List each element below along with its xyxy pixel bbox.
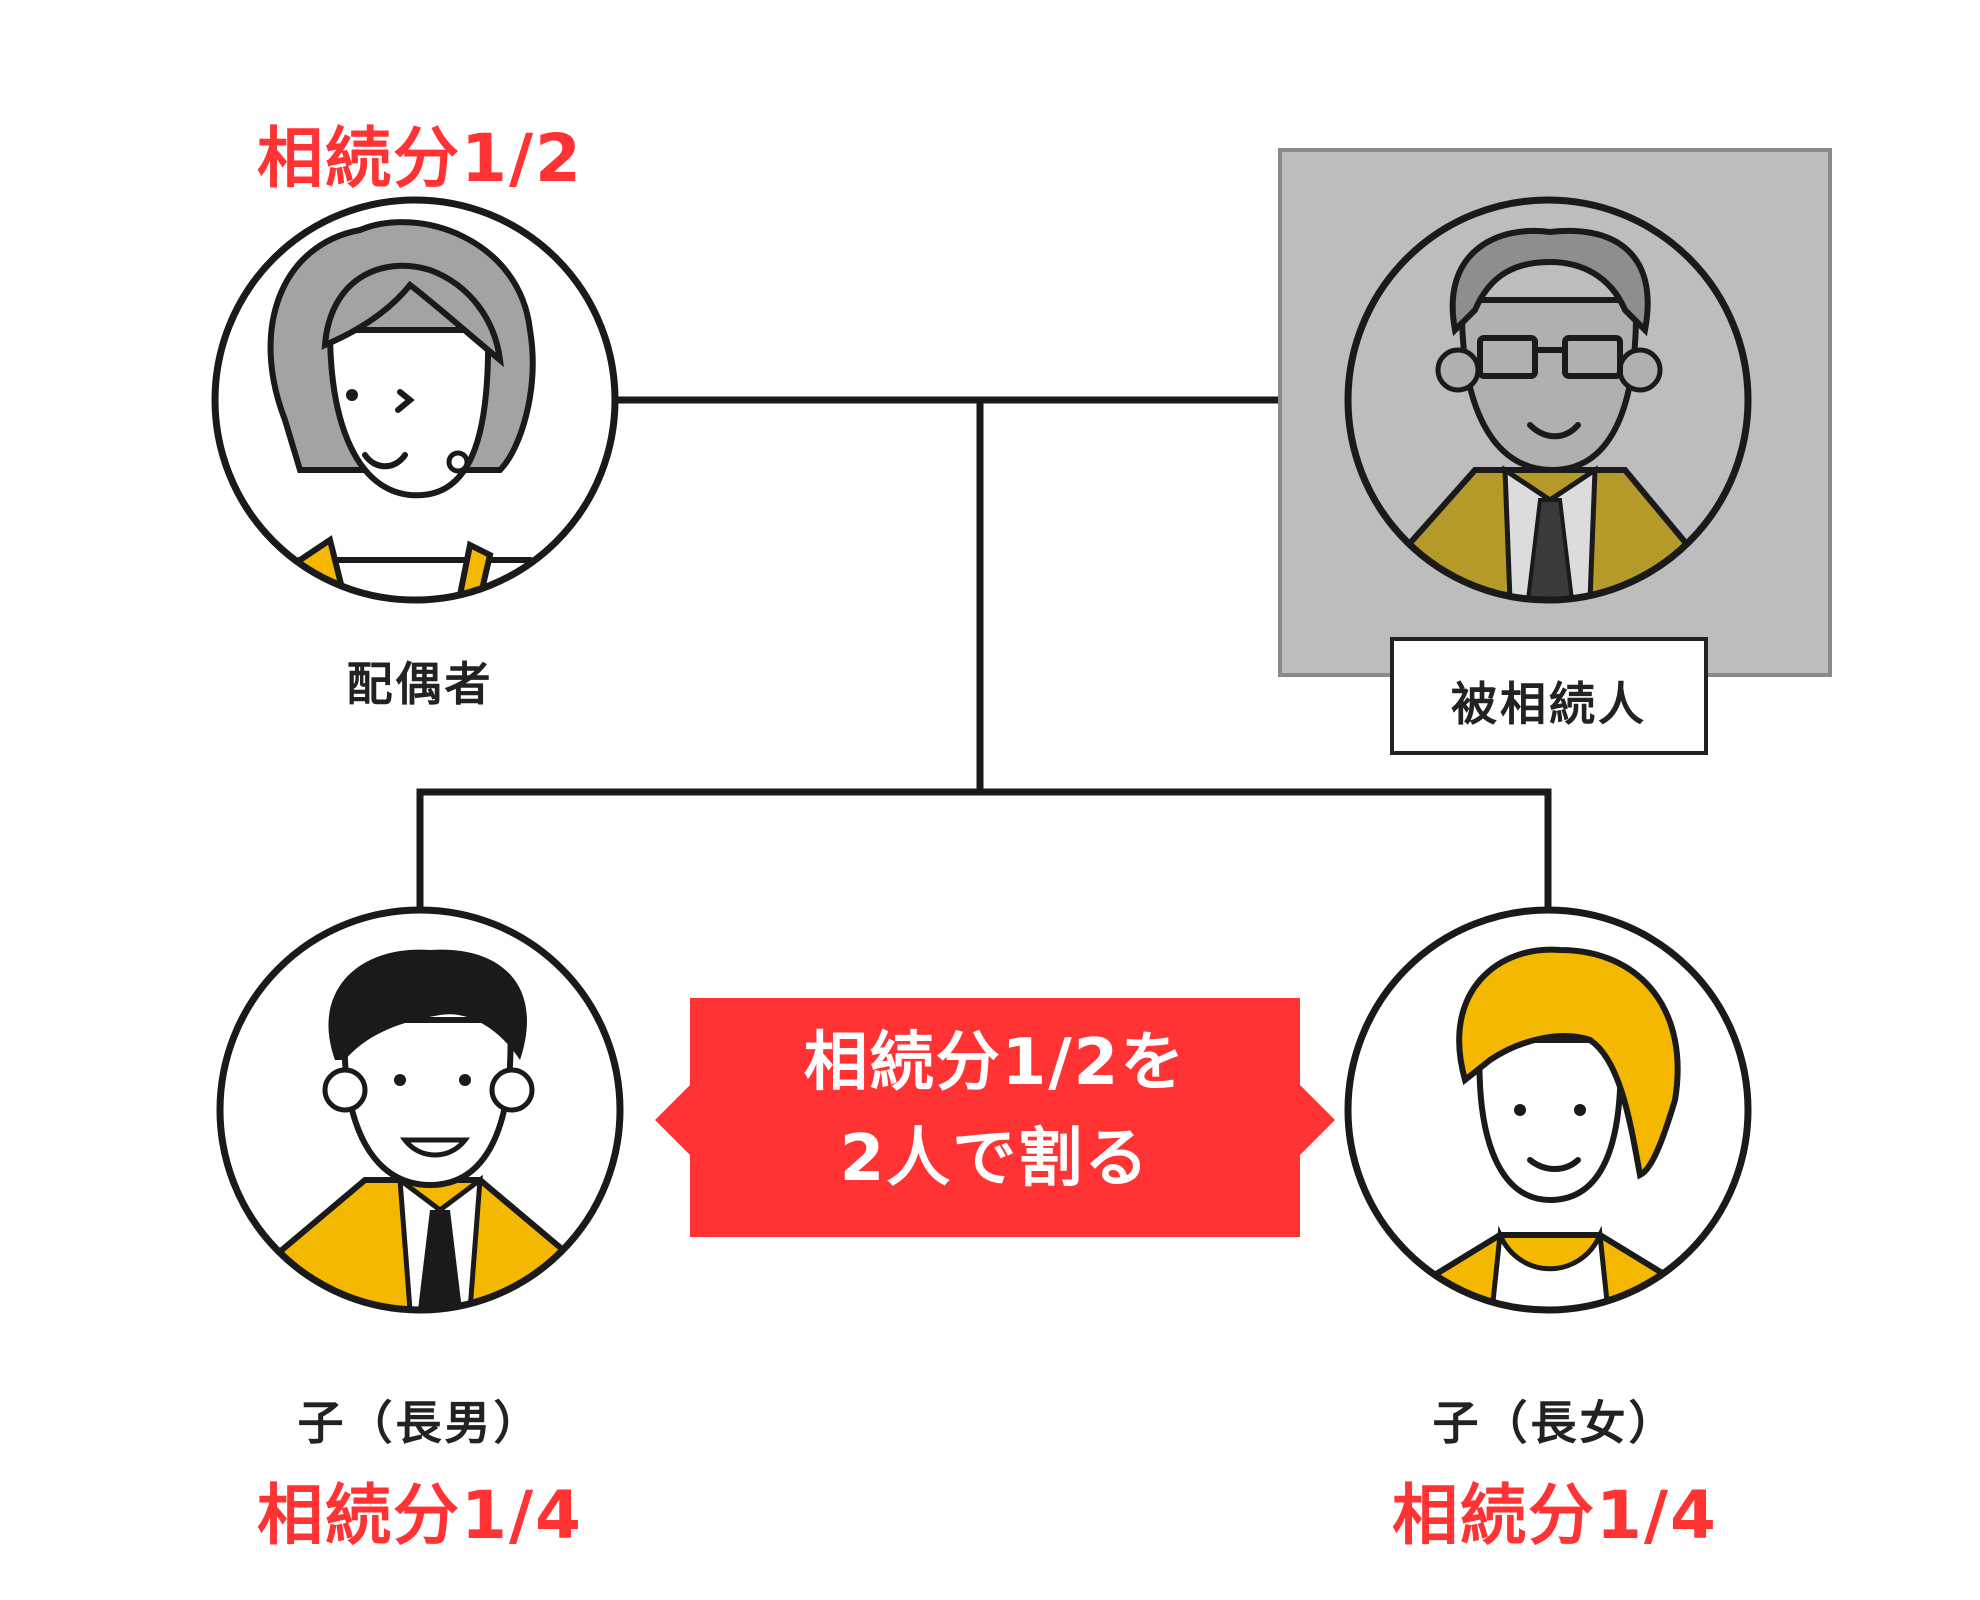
deceased-role-box xyxy=(1390,637,1708,755)
spouse-share-label: 相続分1/2 xyxy=(257,120,583,197)
callout-banner xyxy=(655,998,1335,1237)
callout-text: 相続分1/2を 2人で割る xyxy=(690,1015,1300,1207)
daughter-role-label: 子（長女） xyxy=(1432,1396,1678,1450)
daughter-share-label: 相続分1/4 xyxy=(1392,1477,1718,1554)
daughter-avatar xyxy=(1344,906,1752,1314)
deceased-avatar xyxy=(1344,196,1752,604)
spouse-avatar xyxy=(211,196,619,604)
deceased-role-label: 被相続人 xyxy=(1451,677,1647,731)
family-connectors xyxy=(416,396,1552,916)
spouse-role-label: 配偶者 xyxy=(346,657,494,711)
callout-line-2: 2人で割る xyxy=(839,1122,1151,1196)
son-avatar xyxy=(216,906,624,1314)
son-role-label: 子（長男） xyxy=(297,1396,543,1450)
callout-line-1: 相続分1/2を xyxy=(803,1026,1187,1100)
son-share-label: 相続分1/4 xyxy=(257,1477,583,1554)
